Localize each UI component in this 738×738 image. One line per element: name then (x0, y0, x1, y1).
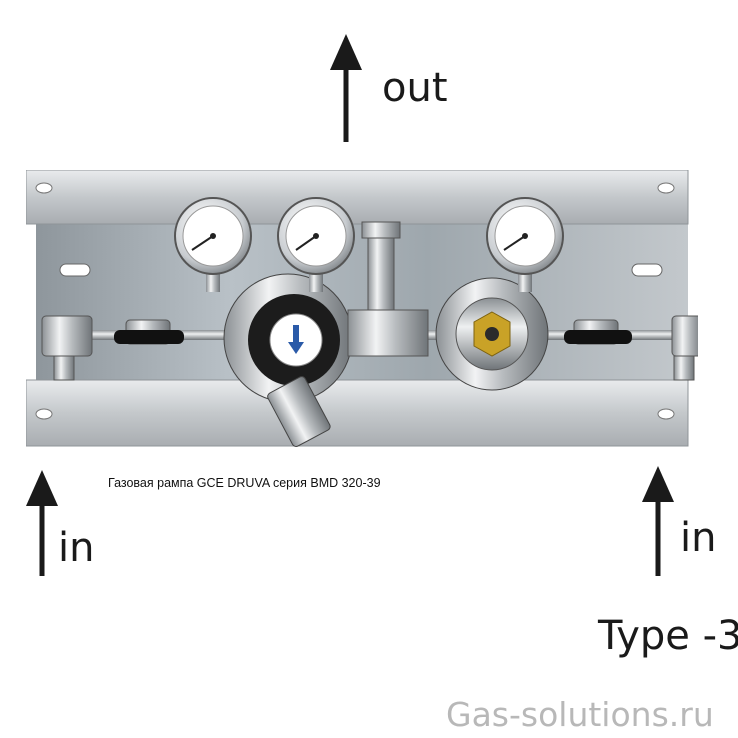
out-up-arrow-icon (330, 34, 362, 142)
out-label: out (382, 65, 448, 111)
in-left-up-arrow-icon (26, 470, 58, 576)
in-left-label: in (58, 525, 95, 571)
product-caption: Газовая рампа GCE DRUVA серия BMD 320-39 (108, 476, 381, 490)
ball-valve-icon (114, 319, 184, 345)
regulator-icon (435, 277, 549, 391)
bottom-rail (26, 379, 689, 447)
in-right-up-arrow-icon (642, 466, 674, 576)
in-right-label: in (680, 515, 717, 561)
top-rail (26, 170, 689, 225)
pressure-gauge-icon (174, 197, 252, 292)
pressure-gauge-icon (277, 197, 355, 292)
pressure-gauge-icon (486, 197, 564, 292)
ball-valve-icon (564, 319, 632, 345)
watermark-text: Gas-solutions.ru (446, 695, 714, 734)
type-label: Type -3 (598, 613, 738, 659)
regulator-icon (223, 273, 353, 447)
gas-manifold-illustration (26, 170, 698, 447)
